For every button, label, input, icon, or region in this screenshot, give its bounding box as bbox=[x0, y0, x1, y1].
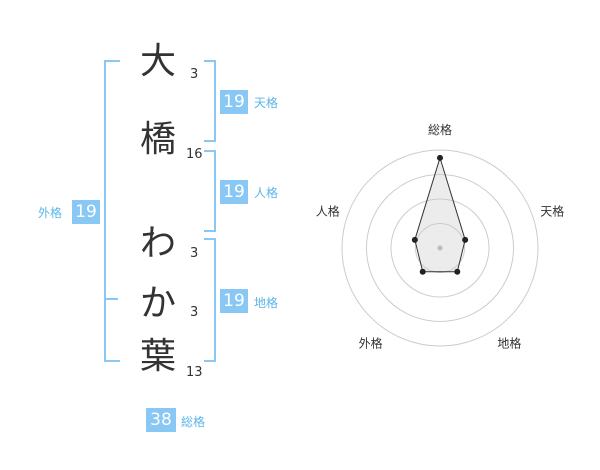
stroke-count-5: 13 bbox=[186, 365, 203, 380]
name-char-2: 橋 bbox=[139, 119, 176, 160]
stroke-count-4: 3 bbox=[190, 305, 199, 320]
radar-point-3 bbox=[454, 268, 461, 275]
soukaku-label: 総格 bbox=[181, 415, 206, 429]
name-char-3: わ bbox=[139, 223, 176, 264]
jinkaku-label: 人格 bbox=[254, 186, 279, 200]
radar-ring-4 bbox=[341, 149, 539, 347]
radar-point-5 bbox=[411, 236, 418, 243]
radar-axis-label-3: 地格 bbox=[497, 335, 521, 350]
radar-point-2 bbox=[462, 236, 469, 243]
chikaku-bracket bbox=[204, 238, 216, 362]
tenkaku-bracket bbox=[204, 60, 216, 142]
radar-points bbox=[411, 154, 469, 275]
stroke-count-1: 3 bbox=[190, 67, 199, 82]
gaikaku-label: 外格 bbox=[38, 206, 63, 220]
name-char-4: か bbox=[139, 283, 176, 324]
gaikaku-bracket bbox=[104, 60, 120, 362]
radar-polygon bbox=[414, 156, 466, 273]
jinkaku-bracket bbox=[204, 150, 216, 232]
radar-point-4 bbox=[419, 268, 426, 275]
radar-axis-label-4: 外格 bbox=[359, 335, 383, 350]
radar-rings bbox=[341, 149, 539, 347]
radar-point-1 bbox=[437, 154, 443, 161]
stroke-count-2: 16 bbox=[186, 147, 203, 162]
name-char-1: 大 bbox=[139, 41, 176, 82]
chikaku-label: 地格 bbox=[254, 296, 279, 310]
tenkaku-badge: 19 bbox=[220, 90, 248, 114]
radar-ring-1 bbox=[415, 223, 465, 273]
tenkaku-label: 天格 bbox=[254, 96, 279, 110]
gaikaku-badge: 19 bbox=[72, 200, 100, 224]
soukaku-badge: 38 bbox=[146, 408, 176, 432]
jinkaku-badge: 19 bbox=[220, 180, 248, 204]
chikaku-badge: 19 bbox=[220, 289, 248, 313]
radar-ring-2 bbox=[390, 198, 490, 298]
radar-ring-3 bbox=[366, 174, 514, 322]
gaikaku-bracket-tick bbox=[104, 298, 118, 300]
radar-center-dot bbox=[437, 245, 443, 251]
radar-axis-label-2: 天格 bbox=[540, 204, 564, 219]
radar-axis-label-1: 総格 bbox=[428, 122, 452, 137]
stroke-count-3: 3 bbox=[190, 246, 199, 261]
name-char-5: 葉 bbox=[139, 336, 176, 377]
radar-axis-label-5: 人格 bbox=[316, 204, 340, 219]
